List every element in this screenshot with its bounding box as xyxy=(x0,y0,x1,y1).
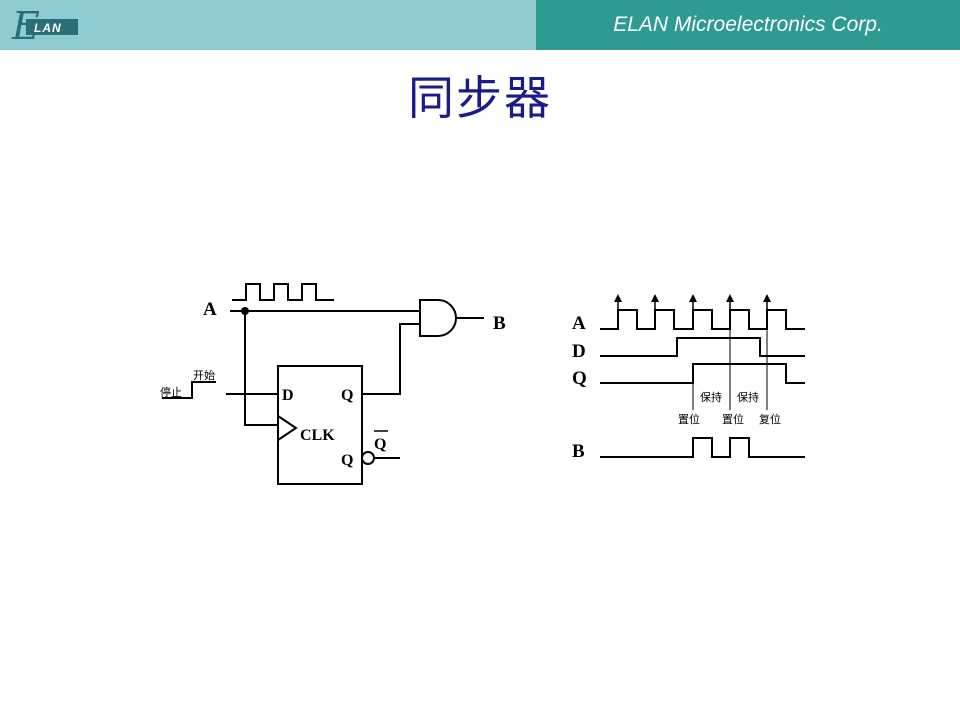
clock-pulse-icon xyxy=(232,283,334,301)
circuit-schematic xyxy=(162,283,484,485)
waveform-d xyxy=(600,337,805,357)
label-input-a: A xyxy=(203,299,217,320)
event-label-set-1: 置位 xyxy=(678,412,700,426)
event-label-set-2: 置位 xyxy=(722,412,744,426)
page-title: 同步器 xyxy=(408,71,552,125)
label-start: 开始 xyxy=(193,368,215,382)
hold-label-2: 保持 xyxy=(737,390,759,404)
svg-text:E: E xyxy=(11,5,40,47)
hold-label-1: 保持 xyxy=(700,390,722,404)
elan-logo: E LAN xyxy=(11,5,78,47)
label-pin-qbar-top: Q xyxy=(374,436,386,453)
circuit-labels: A B 开始 停止 D Q CLK Q Q xyxy=(160,299,506,469)
timing-guide-lines xyxy=(692,329,768,410)
timing-label-b: B xyxy=(572,441,585,462)
wire-q-to-and xyxy=(362,323,420,395)
company-name: ELAN Microelectronics Corp. xyxy=(613,13,883,36)
label-stop: 停止 xyxy=(160,385,182,399)
waveform-b xyxy=(600,437,805,458)
clock-triangle xyxy=(277,415,298,441)
timing-waveforms xyxy=(600,309,805,458)
label-output-b: B xyxy=(493,313,506,334)
waveform-a xyxy=(600,309,805,330)
company-band: ELAN Microelectronics Corp. xyxy=(536,0,960,50)
flip-flop-box xyxy=(277,365,363,485)
junction-dot xyxy=(241,307,249,315)
label-pin-d: D xyxy=(282,387,294,404)
svg-text:LAN: LAN xyxy=(34,21,62,35)
waveform-q xyxy=(600,363,805,384)
header-bar: E LAN ELAN Microelectronics Corp. xyxy=(0,0,960,50)
qbar-bubble xyxy=(361,451,375,465)
start-stop-step xyxy=(162,381,216,399)
timing-label-a: A xyxy=(572,313,586,334)
arrow-heads xyxy=(614,294,771,302)
timing-labels: A D Q B 保持 保持 置位 置位 复位 xyxy=(572,313,781,462)
wire-a-to-clk xyxy=(244,311,278,426)
label-pin-q: Q xyxy=(341,387,353,404)
label-pin-qbar-bottom: Q xyxy=(341,452,353,469)
label-pin-clk: CLK xyxy=(300,427,335,444)
and-gate xyxy=(419,299,457,337)
event-label-reset: 复位 xyxy=(759,412,781,426)
timing-label-q: Q xyxy=(572,368,587,389)
timing-label-d: D xyxy=(572,341,586,362)
